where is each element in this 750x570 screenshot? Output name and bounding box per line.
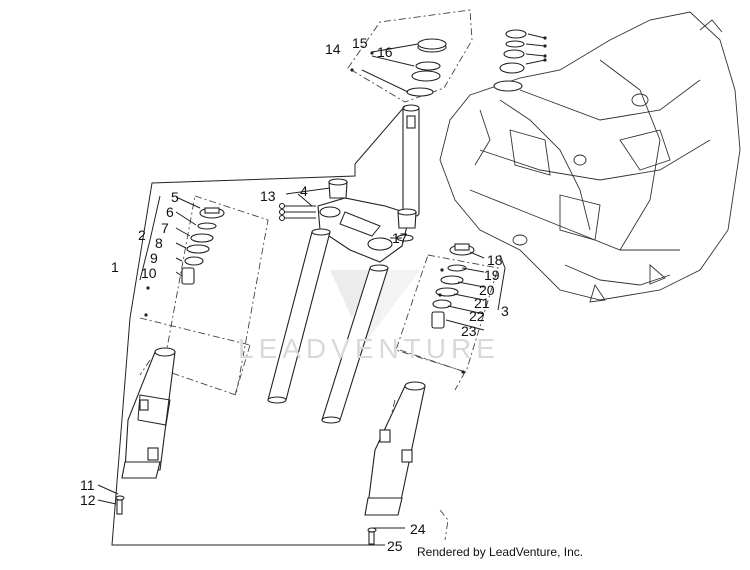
callout-17: 17 [392, 230, 408, 246]
callout-12: 12 [80, 492, 96, 508]
callout-7: 7 [161, 220, 169, 236]
upper-bearing-stack [406, 38, 447, 97]
callout-18: 18 [487, 252, 503, 268]
credit-line: Rendered by LeadVenture, Inc. [417, 545, 584, 559]
right-fork-tube [321, 264, 389, 424]
callout-2: 2 [138, 227, 146, 243]
left-fork-internals [181, 207, 225, 285]
left-fork-slider [115, 347, 176, 515]
callout-20: 20 [479, 282, 495, 298]
top-caps [328, 178, 417, 242]
callout-9: 9 [150, 250, 158, 266]
left-slider-guide [139, 317, 251, 396]
callout-3: 3 [501, 303, 509, 319]
steering-stem [402, 104, 420, 217]
callout-11: 11 [80, 477, 95, 493]
callout-22: 22 [469, 308, 485, 324]
right-fork-slider [364, 381, 426, 545]
bolts-13 [278, 202, 316, 222]
callout-15: 15 [352, 35, 368, 51]
watermark-text: LEADVENTURE [238, 333, 500, 364]
callout-21: 21 [474, 295, 490, 311]
triple-clamp [317, 197, 411, 263]
callout-6: 6 [166, 204, 174, 220]
left-fork-tube [267, 228, 331, 404]
group-14-outline [347, 9, 473, 103]
right-slider-guide [384, 349, 466, 541]
callout-4: 4 [300, 183, 308, 199]
callout-8: 8 [155, 235, 163, 251]
callout-14: 14 [325, 41, 341, 57]
callout-labels: 1 2 3 4 5 6 7 8 9 10 11 12 13 14 15 16 1… [80, 35, 509, 554]
callout-5: 5 [171, 189, 179, 205]
group-2-outline [162, 195, 269, 396]
right-fork-internals [431, 243, 475, 329]
callout-19: 19 [484, 267, 500, 283]
group-1-outline [111, 164, 368, 546]
callout-16: 16 [377, 44, 393, 60]
callout-25: 25 [387, 538, 403, 554]
group-3-outline [395, 254, 499, 373]
motorcycle-frame [439, 11, 741, 303]
callout-23: 23 [461, 323, 477, 339]
callout-10: 10 [141, 265, 157, 281]
callout-1: 1 [111, 259, 119, 275]
frame-bearing-stack [493, 29, 547, 92]
callout-13: 13 [260, 188, 276, 204]
callout-24: 24 [410, 521, 426, 537]
